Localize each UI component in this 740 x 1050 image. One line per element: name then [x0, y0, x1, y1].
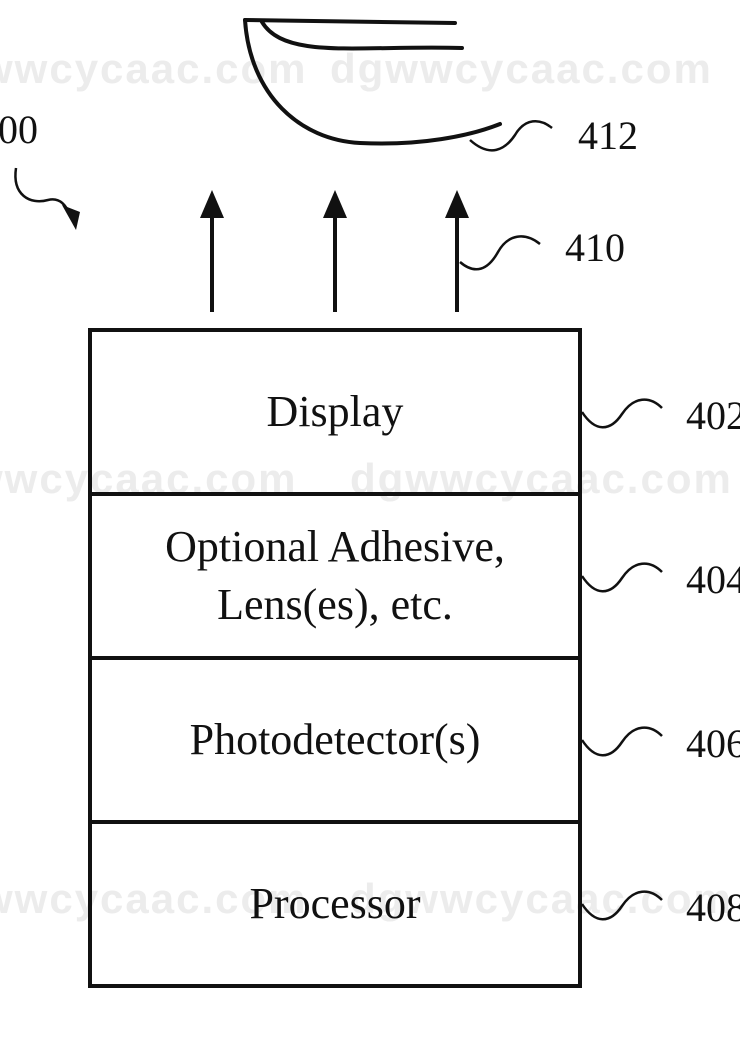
eye-leader-line: [469, 120, 553, 152]
layer-stack: [88, 328, 582, 988]
eye-shape: [243, 18, 502, 146]
layer-label-display: Display: [266, 387, 404, 436]
layer-ref-408: 408: [686, 885, 740, 930]
layer-ref-404: 404: [686, 557, 740, 602]
watermark-5: wwcycaac.com: [0, 875, 308, 922]
leader-402: [580, 398, 663, 429]
watermark-6: dgwwcycaac.com: [350, 875, 733, 922]
light-leader-line: [459, 235, 541, 271]
arrowhead-2: [323, 190, 347, 218]
layer-label-adhesive: Optional Adhesive, Lens(es), etc.: [165, 522, 505, 629]
eye-ref-label: 412: [578, 113, 638, 158]
device-pointer-arrowhead: [62, 205, 80, 230]
arrowhead-3: [445, 190, 469, 218]
light-arrows: [210, 212, 459, 312]
arrowhead-1: [200, 190, 224, 218]
light-ref-label: 410: [565, 225, 625, 270]
leader-406: [580, 726, 663, 757]
layer-label-photodetector: Photodetector(s): [189, 715, 481, 764]
leader-408: [580, 890, 663, 921]
device-ref-label: 00: [0, 107, 38, 152]
layer-label-processor: Processor: [249, 879, 421, 928]
watermark-2: dgwwcycaac.com: [330, 45, 713, 92]
light-arrowheads: [200, 190, 469, 218]
device-pointer-arrow: [14, 167, 74, 219]
layer-ref-402: 402: [686, 393, 740, 438]
layer-leader-lines: [580, 398, 663, 921]
leader-404: [580, 562, 663, 593]
layer-ref-406: 406: [686, 721, 740, 766]
